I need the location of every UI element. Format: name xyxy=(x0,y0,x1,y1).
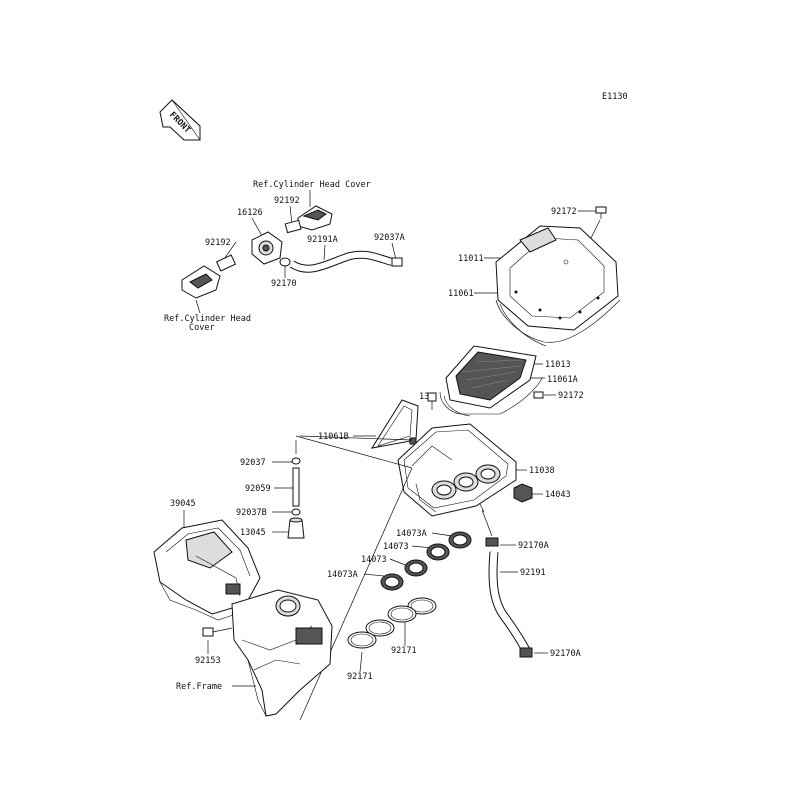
drain-tube-assembly xyxy=(287,440,305,539)
air-cleaner-upper-housing xyxy=(495,225,621,347)
callout-14073A-top: 14073A xyxy=(396,529,427,539)
ref-frame: Ref.Frame xyxy=(176,682,222,692)
callout-14073-b: 14073 xyxy=(361,555,387,565)
callout-92191A: 92191A xyxy=(307,235,338,245)
callout-92191: 92191 xyxy=(520,568,546,578)
callout-92153: 92153 xyxy=(195,656,221,666)
ref-cylinder-head-cover-left-line2: Cover xyxy=(189,323,215,333)
callout-130: 130 xyxy=(419,392,434,402)
gasket-11061A xyxy=(439,377,543,417)
air-cleaner-lower-housing xyxy=(397,423,517,517)
screw-92172-mid xyxy=(533,391,544,399)
callout-92037B: 92037B xyxy=(236,508,267,518)
front-arrow-icon: FRONT xyxy=(159,99,201,141)
hose-92192-lower xyxy=(215,254,237,272)
diagram-code: E1130 xyxy=(602,92,628,102)
callout-92037: 92037 xyxy=(240,458,266,468)
ref-cylinder-head-cover-left-line1: Ref.Cylinder Head xyxy=(164,314,251,324)
hose-92191A xyxy=(289,250,394,273)
air-cleaner-element xyxy=(445,345,537,409)
callout-11061: 11061 xyxy=(448,289,474,299)
seal-11061B xyxy=(370,399,419,449)
screw-92172-top xyxy=(595,206,607,219)
breather-hose-92191 xyxy=(481,509,533,658)
callout-92171-right: 92171 xyxy=(391,646,417,656)
box-14043 xyxy=(513,483,533,503)
callout-92172-top: 92172 xyxy=(551,207,577,217)
callout-92170A-bot: 92170A xyxy=(550,649,581,659)
callout-92170A-top: 92170A xyxy=(518,541,549,551)
rubber-joints xyxy=(380,531,472,591)
callout-92037A: 92037A xyxy=(374,233,405,243)
clamps-92171 xyxy=(347,597,437,649)
air-suction-valve xyxy=(251,231,283,265)
callout-92059: 92059 xyxy=(245,484,271,494)
callout-14073-a: 14073 xyxy=(383,542,409,552)
air-duct-39045 xyxy=(153,519,261,621)
reed-valve-cover-lower xyxy=(181,265,221,299)
callout-92170: 92170 xyxy=(271,279,297,289)
callout-16126: 16126 xyxy=(237,208,263,218)
bolt-130 xyxy=(427,392,437,410)
callout-92192-top: 92192 xyxy=(274,196,300,206)
callout-92172-mid: 92172 xyxy=(558,391,584,401)
callout-11038: 11038 xyxy=(529,466,555,476)
reed-valve-cover-upper xyxy=(297,205,333,231)
callout-92171-left: 92171 xyxy=(347,672,373,682)
bolt-92153 xyxy=(202,627,233,637)
callout-11061A: 11061A xyxy=(547,375,578,385)
callout-39045: 39045 xyxy=(170,499,196,509)
callout-92192-left: 92192 xyxy=(205,238,231,248)
callout-14043: 14043 xyxy=(545,490,571,500)
callout-11011: 11011 xyxy=(458,254,484,264)
callout-13045: 13045 xyxy=(240,528,266,538)
ref-cylinder-head-cover-top: Ref.Cylinder Head Cover xyxy=(253,180,371,190)
callout-11013: 11013 xyxy=(545,360,571,370)
callout-14073A-bot: 14073A xyxy=(327,570,358,580)
clamp-92037A xyxy=(391,257,403,267)
frame-reference xyxy=(231,589,333,717)
clamp-92170 xyxy=(279,257,291,267)
hose-92192-upper xyxy=(284,219,302,234)
